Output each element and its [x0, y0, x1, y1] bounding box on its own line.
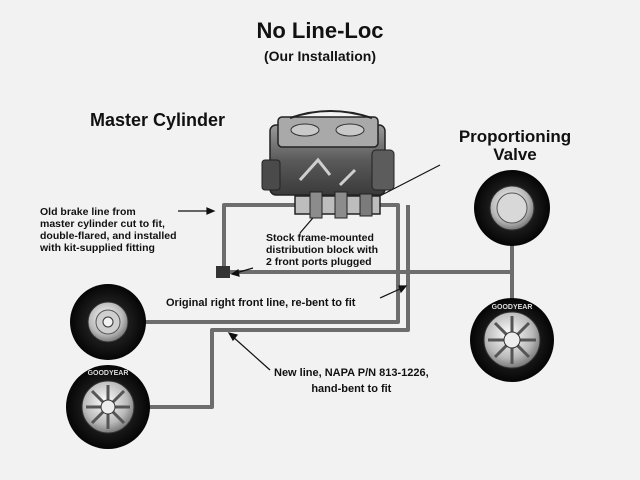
old-brake-line-text-3: double-flared, and installed — [40, 230, 177, 242]
distribution-block-text-3: 2 front ports plugged — [266, 256, 372, 268]
page-subtitle: (Our Installation) — [264, 48, 376, 64]
right-front-line — [135, 203, 400, 324]
new-line-text-1: New line, NAPA P/N 813-1226, — [274, 367, 429, 379]
wheel-left-front — [70, 284, 146, 360]
new-line-text-2: hand-bent to fit — [311, 383, 392, 395]
proportioning-valve-label-line2: Valve — [493, 145, 537, 164]
distribution-block-label: Stock frame-mounted distribution block w… — [266, 232, 378, 268]
tire-brand-label: GOODYEAR — [492, 304, 533, 311]
master-cylinder-label: Master Cylinder — [90, 110, 226, 130]
new-line — [145, 205, 410, 409]
old-brake-line-text-1: Old brake line from — [40, 206, 136, 218]
distribution-block-text-2: distribution block with — [266, 244, 378, 256]
distribution-block-text-1: Stock frame-mounted — [266, 232, 374, 244]
master-cylinder-icon — [261, 110, 395, 196]
new-line-label: New line, NAPA P/N 813-1226, hand-bent t… — [274, 365, 429, 397]
wheel-left-rear: GOODYEAR — [66, 365, 150, 449]
kit-fitting-icon — [216, 266, 230, 278]
wheel-top-right — [474, 170, 550, 246]
old-brake-line-text-4: with kit-supplied fitting — [40, 242, 155, 254]
page-title: No Line-Loc — [256, 18, 384, 43]
old-brake-line-text-2: master cylinder cut to fit, — [40, 218, 165, 230]
wheel-bottom-right: GOODYEAR — [470, 298, 554, 382]
right-front-line-label: Original right front line, re-bent to fi… — [164, 297, 358, 309]
proportioning-valve-icon — [294, 191, 381, 219]
tire-brand-label-2: GOODYEAR — [88, 370, 129, 377]
old-brake-line-label: Old brake line from master cylinder cut … — [40, 206, 177, 254]
proportioning-valve-label-line1: Proportioning — [458, 127, 572, 146]
old-brake-line — [222, 203, 300, 272]
